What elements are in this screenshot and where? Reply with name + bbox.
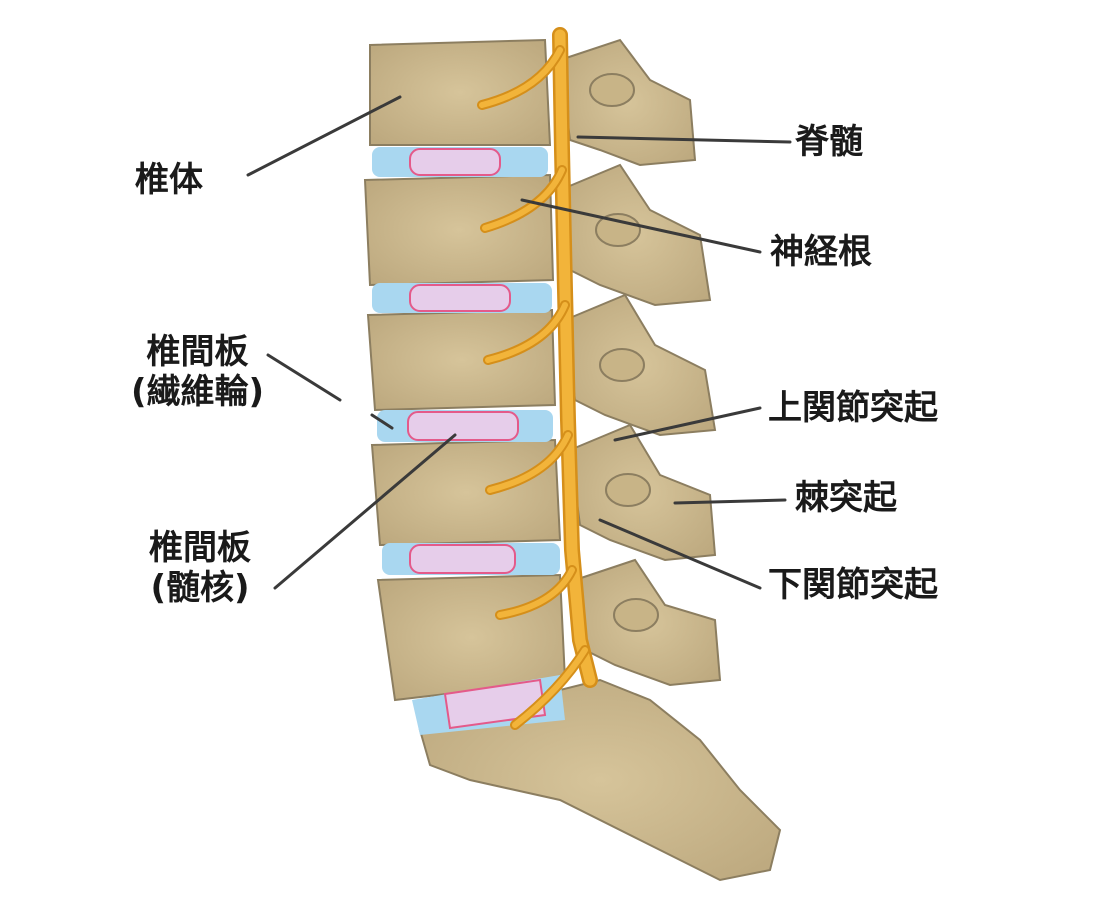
label-superior-articular-process: 上関節突起 [768, 388, 938, 428]
vertebral-body-3 [366, 308, 557, 412]
label-inferior-articular-process: 下関節突起 [768, 565, 938, 605]
label-disc-annulus: 椎間板 (繊維輪) [115, 332, 280, 412]
disc-2 [372, 283, 552, 313]
leader-superior-articular [613, 406, 762, 442]
leader-spinal-cord [576, 135, 792, 144]
disc-3 [377, 410, 553, 442]
sacrum [418, 678, 782, 882]
label-disc-nucleus: 椎間板 (髄核) [135, 528, 265, 608]
leader-disc-annulus-b [370, 413, 394, 430]
label-spinous-process: 棘突起 [795, 478, 897, 518]
leader-lines [246, 95, 792, 590]
label-nerve-root: 神経根 [770, 232, 872, 272]
nerves [477, 27, 598, 730]
label-disc-nucleus-line2: (髄核) [150, 568, 250, 608]
label-disc-nucleus-line1: 椎間板 [149, 528, 251, 568]
leader-disc-nucleus [273, 433, 457, 590]
vertebral-bodies [363, 38, 567, 702]
label-disc-annulus-line2: (繊維輪) [130, 372, 265, 412]
label-disc-annulus-line1: 椎間板 [146, 332, 249, 372]
vertebral-body-4 [370, 438, 562, 547]
leader-spinous [673, 498, 787, 505]
disc-1 [372, 147, 548, 177]
posterior-elements [558, 38, 722, 687]
leader-vertebral-body [246, 95, 402, 177]
leader-nerve-root [520, 198, 762, 254]
vertebral-body-2 [363, 173, 555, 287]
label-vertebral-body: 椎体 [135, 160, 203, 200]
label-spinal-cord: 脊髄 [795, 122, 863, 162]
leader-disc-annulus [266, 353, 342, 402]
leader-inferior-articular [598, 518, 762, 590]
disc-4 [382, 543, 560, 575]
